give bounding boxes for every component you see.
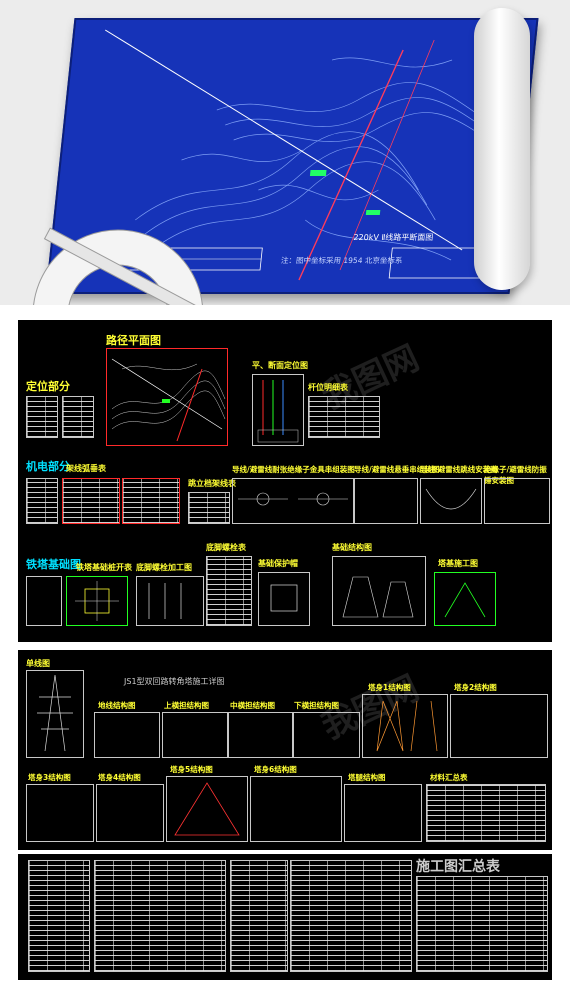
- summary-big-title: 施工图汇总表: [416, 859, 500, 875]
- protection-drawing: [258, 572, 310, 626]
- construction-title: 塔基施工图: [438, 559, 478, 568]
- drawing-note: 注：图中坐标采用 1954 北京坐标系: [280, 256, 403, 265]
- anchor-bolt-drawing: [136, 576, 204, 626]
- cad-panel-positioning: 我图网 路径平面图 定位部分 平、断面定位图 杆位明细表 机电部分 架线弧垂表 …: [18, 320, 552, 642]
- lower-arm-title: 下横担结构图: [294, 701, 339, 710]
- single-line-drawing: [26, 670, 84, 758]
- fittings-drawing-1: [232, 478, 354, 524]
- marker: [309, 170, 327, 176]
- body6-title: 塔身6结构图: [254, 765, 297, 774]
- plan-section-drawing: [252, 374, 304, 446]
- body3-title: 塔身3结构图: [28, 773, 71, 782]
- sag-table-title: 架线弧垂表: [66, 464, 106, 473]
- sag-table-1: [62, 478, 120, 524]
- body2-title: 塔身2结构图: [454, 683, 497, 692]
- body3-drawing: [26, 784, 94, 842]
- material-table: [426, 784, 546, 842]
- jump-wire-title: 跳立档架线表: [188, 479, 236, 488]
- middle-arm-title: 中横担结构图: [230, 701, 275, 710]
- lower-arm-drawing: [292, 712, 360, 758]
- cad-panel-summary: 施工图汇总表: [18, 854, 552, 980]
- body1-drawing: [362, 694, 448, 758]
- structure-title: 基础结构图: [332, 543, 372, 552]
- upper-arm-title: 上横担结构图: [164, 701, 209, 710]
- middle-arm-drawing: [228, 712, 294, 758]
- pole-table-title: 杆位明细表: [308, 383, 348, 392]
- summary-table-4: [290, 860, 412, 972]
- single-line-title: 单线图: [26, 659, 50, 668]
- section-positioning: 定位部分: [26, 380, 70, 393]
- body5-drawing: [166, 776, 248, 842]
- structure-drawing: [332, 556, 426, 626]
- ground-wire-title: 地线结构图: [98, 701, 136, 710]
- cad-panel-tower: 我图网 单线图 JS1型双回路转角塔施工详图 地线结构图 上横担结构图 中横担结…: [18, 650, 552, 850]
- tower-main-title: JS1型双回路转角塔施工详图: [124, 677, 225, 686]
- fittings-title-3: 导线/避雷线跳线安装图: [420, 465, 498, 474]
- fittings-drawing-3: [420, 478, 482, 524]
- blueprint-hero: 220kV Ⅱ线路平断面图 注：图中坐标采用 1954 北京坐标系: [0, 0, 570, 305]
- section-electrical: 机电部分: [26, 460, 70, 473]
- drawing-title: 220kV Ⅱ线路平断面图: [352, 233, 434, 242]
- paper-roll: [474, 8, 530, 290]
- summary-table-3: [230, 860, 288, 972]
- body6-drawing: [250, 776, 342, 842]
- jump-wire-table: [188, 492, 230, 524]
- route-plan-title: 路径平面图: [106, 334, 161, 347]
- construction-drawing: [434, 572, 496, 626]
- route-plan-drawing: [106, 348, 228, 446]
- fittings-title-1: 导线/避雷线耐张绝缘子金具串组装图: [232, 465, 355, 474]
- body4-title: 塔身4结构图: [98, 773, 141, 782]
- bolt-table-title: 底脚螺栓表: [206, 543, 246, 552]
- fittings-drawing-4: [484, 478, 550, 524]
- body1-title: 塔身1结构图: [368, 683, 411, 692]
- foundation-index: [26, 576, 62, 626]
- upper-arm-drawing: [162, 712, 228, 758]
- fittings-drawing-2: [354, 478, 418, 524]
- position-table-2: [62, 396, 94, 438]
- summary-table-2: [94, 860, 226, 972]
- position-table-1: [26, 396, 58, 438]
- sag-table-2: [122, 478, 180, 524]
- leg-drawing: [344, 784, 422, 842]
- protection-title: 基础保护帽: [258, 559, 298, 568]
- body2-drawing: [450, 694, 548, 758]
- fittings-title-4: 绝缘子/避雷线防振锤安装图: [484, 465, 547, 485]
- electrical-index-table: [26, 478, 58, 524]
- summary-table-1: [28, 860, 90, 972]
- summary-table-5: [416, 876, 548, 972]
- material-title: 材料汇总表: [430, 773, 468, 782]
- foundation-pile-drawing: [66, 576, 128, 626]
- fittings-title-2: 导线/避雷线悬垂串组装图: [354, 465, 440, 474]
- foundation-pile-title: 铁塔基础桩开表: [76, 563, 132, 572]
- body5-title: 塔身5结构图: [170, 765, 213, 774]
- ground-wire-drawing: [94, 712, 160, 758]
- bolt-table: [206, 556, 252, 626]
- pole-table: [308, 396, 380, 438]
- anchor-bolt-title: 底脚螺栓加工图: [136, 563, 192, 572]
- body4-drawing: [96, 784, 164, 842]
- protractor-icon: [33, 227, 203, 305]
- leg-title: 塔腿结构图: [348, 773, 386, 782]
- plan-section-title: 平、断面定位图: [252, 361, 308, 370]
- section-foundation: 铁塔基础图: [26, 558, 81, 571]
